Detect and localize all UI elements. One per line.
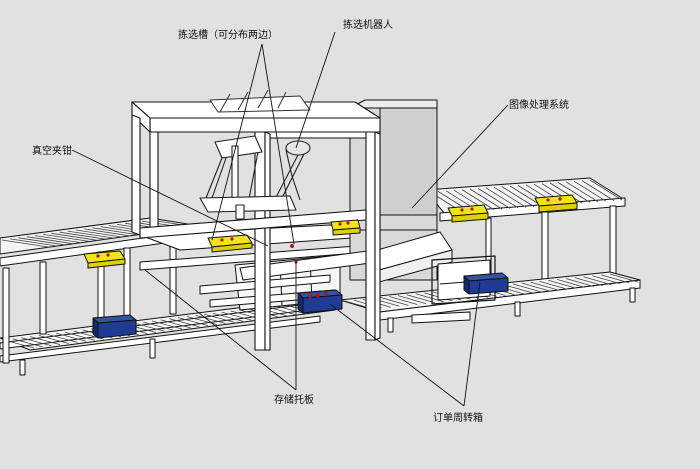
roller <box>151 320 183 330</box>
roller <box>29 336 61 345</box>
roller <box>380 297 409 306</box>
roller <box>485 187 519 209</box>
roller <box>67 230 114 239</box>
roller <box>143 321 174 331</box>
roller <box>75 229 123 238</box>
roller <box>477 188 511 209</box>
roller <box>415 293 444 303</box>
discharge-chute <box>239 231 453 285</box>
blue-tote-left <box>92 314 137 339</box>
roller <box>21 337 52 347</box>
roller <box>1 239 49 248</box>
roller <box>574 277 603 286</box>
sorting-slot-funnel <box>209 89 311 113</box>
label-image-system: 图像处理系统 <box>509 100 569 111</box>
label-storage-pallet: 存储托板 <box>274 395 314 406</box>
leader-lines <box>71 31 509 407</box>
roller <box>397 295 427 304</box>
roller <box>461 189 495 210</box>
roller <box>10 238 57 247</box>
roller <box>273 305 305 314</box>
right-upper-conveyor <box>424 177 626 281</box>
roller <box>169 318 200 328</box>
roller <box>548 279 577 289</box>
roller <box>539 280 568 290</box>
roller <box>389 296 418 305</box>
delta-robot <box>199 135 311 220</box>
roller <box>503 284 533 294</box>
roller <box>56 332 87 342</box>
roller <box>51 232 98 241</box>
roller <box>565 278 594 287</box>
blue-tote-right <box>463 272 509 295</box>
roller <box>204 313 235 323</box>
yellow-tray-left <box>83 250 126 269</box>
roller <box>565 181 599 203</box>
roller <box>177 317 209 326</box>
roller <box>469 188 503 210</box>
roller <box>195 315 226 324</box>
roller <box>221 311 252 321</box>
roller <box>512 283 541 293</box>
roller <box>64 331 96 341</box>
roller <box>592 275 621 285</box>
label-sorting-slot: 拣选槽（可分布两边） <box>178 30 278 41</box>
roller <box>549 182 583 204</box>
roller <box>556 279 586 288</box>
roller <box>521 282 550 292</box>
roller <box>134 322 165 332</box>
left-lower-conveyor <box>0 299 336 376</box>
roller <box>589 179 623 201</box>
roller <box>59 231 106 240</box>
roller <box>509 185 543 207</box>
roller <box>34 235 81 243</box>
roller <box>160 319 191 329</box>
roller <box>84 228 131 237</box>
roller <box>601 274 630 284</box>
gantry-frame <box>131 101 381 351</box>
yellow-tray-under-cabinet <box>330 219 361 236</box>
roller <box>501 186 535 207</box>
roller <box>18 237 65 246</box>
roller <box>609 273 639 283</box>
yellow-tray-right-2 <box>534 194 578 213</box>
roller <box>581 180 615 201</box>
roller <box>92 227 139 236</box>
roller <box>583 276 612 286</box>
roller <box>530 281 559 291</box>
yellow-tray-right-1 <box>447 204 489 223</box>
yellow-tray-center <box>207 234 253 253</box>
roller <box>212 312 244 322</box>
label-vacuum-gripper: 真空夹钳 <box>32 146 72 157</box>
roller <box>573 180 607 202</box>
label-order-tote: 订单周转箱 <box>433 413 483 424</box>
roller <box>47 334 78 343</box>
roller <box>557 182 591 203</box>
blue-tote-center <box>297 289 343 314</box>
roller <box>26 236 73 245</box>
roller <box>493 186 527 208</box>
label-sorting-robot: 拣选机器人 <box>343 20 393 31</box>
roller <box>38 335 69 344</box>
roller <box>406 294 435 304</box>
red-items <box>96 197 562 264</box>
roller <box>43 234 90 242</box>
roller <box>12 338 43 348</box>
